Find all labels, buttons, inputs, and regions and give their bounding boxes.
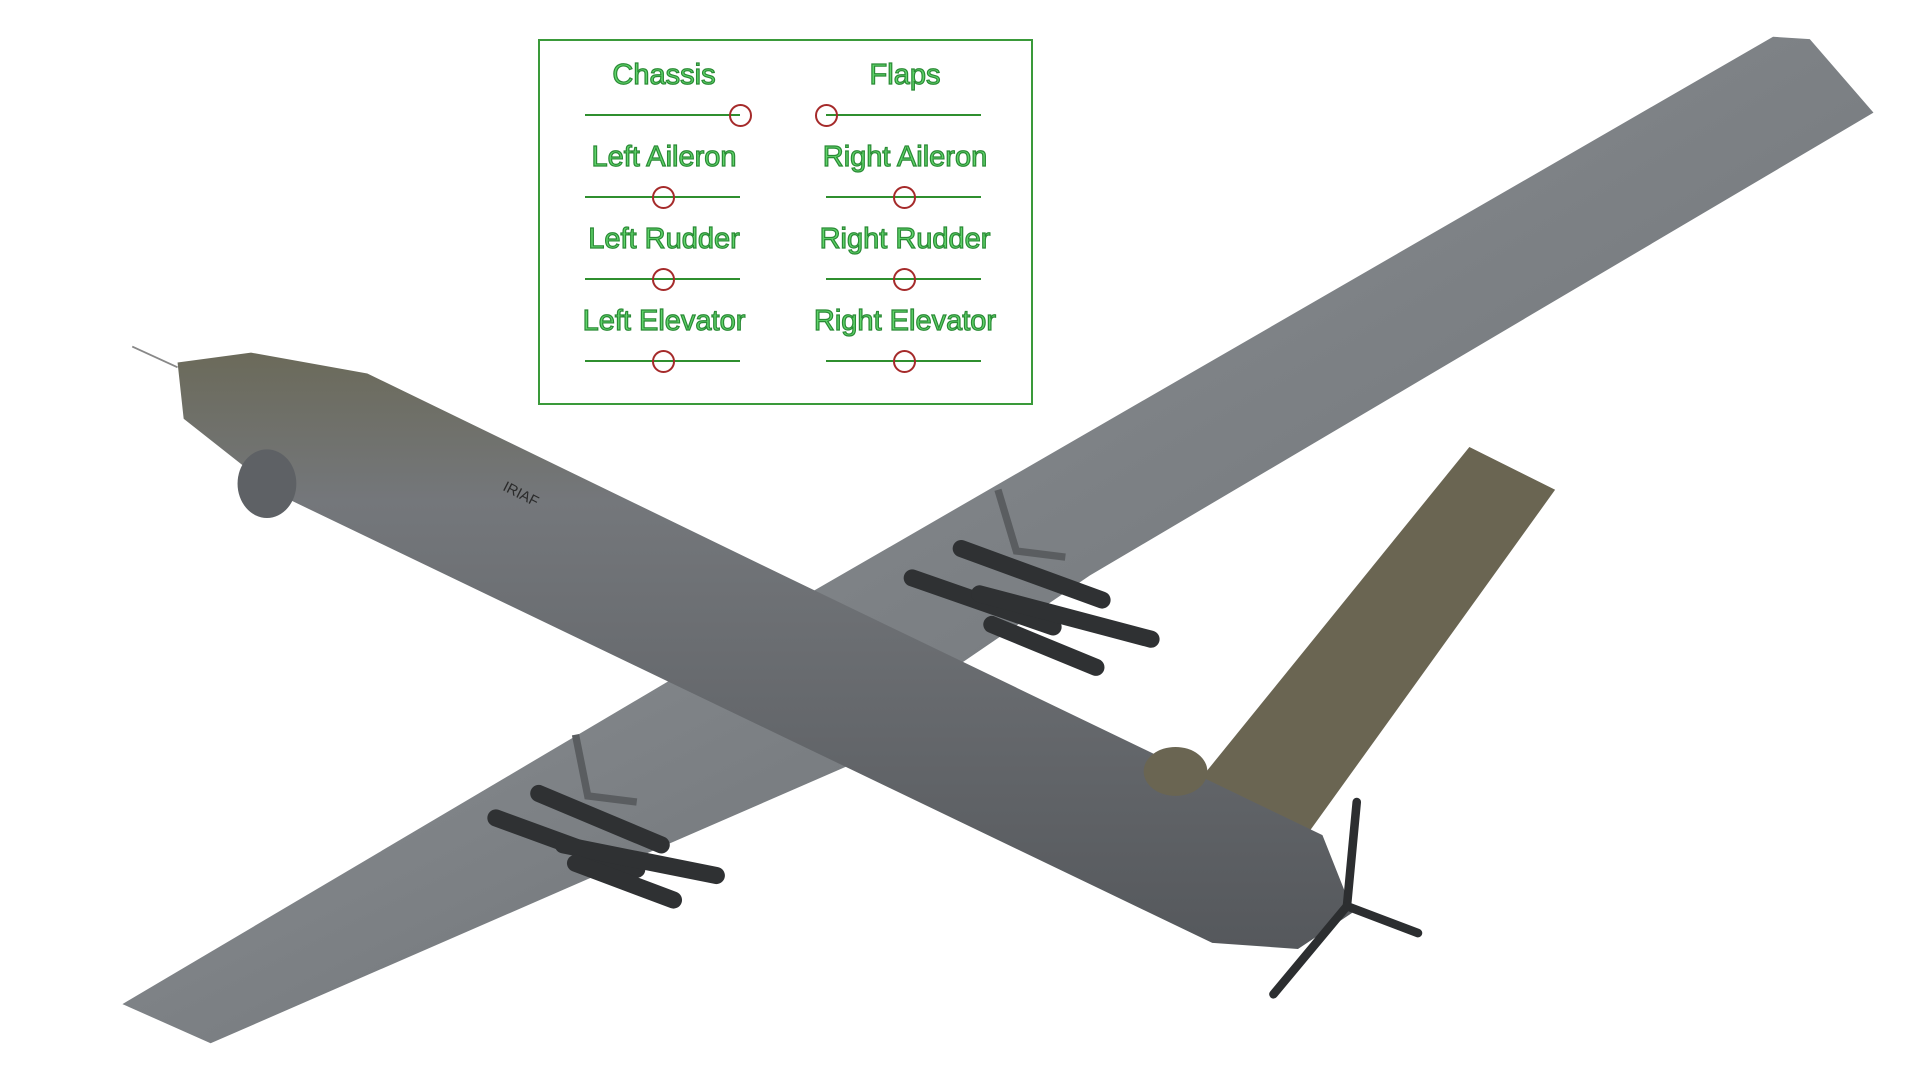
propeller [1269,797,1423,999]
slider-handle[interactable] [815,104,838,127]
tail-fin [1181,446,1556,839]
slider-track[interactable] [826,350,981,373]
slider-handle[interactable] [892,350,916,373]
slider-handle[interactable] [651,186,675,209]
slider-left-aileron: Left Aileron [544,140,784,221]
slider-left-rudder: Left Rudder [544,222,784,303]
slider-handle[interactable] [651,268,675,291]
slider-flaps: Flaps [785,58,1025,139]
slider-track[interactable] [585,186,740,209]
slider-track[interactable] [826,186,981,209]
right-wing [802,36,1874,668]
pylon-right [994,488,1066,561]
slider-chassis: Chassis [544,58,784,139]
slider-right-elevator: Right Elevator [785,304,1025,385]
slider-track[interactable] [585,350,740,373]
slider-right-aileron: Right Aileron [785,140,1025,221]
slider-track[interactable] [585,268,740,291]
slider-label: Right Elevator [813,304,997,337]
antenna [131,345,178,369]
engine-intake [1143,746,1208,796]
weapons-left [487,784,725,909]
slider-track[interactable] [826,268,981,291]
slider-right-rudder: Right Rudder [785,222,1025,303]
slider-label: Right Rudder [819,222,991,255]
pylon-left [571,733,638,806]
slider-handle[interactable] [729,104,752,127]
slider-handle[interactable] [892,186,916,209]
fuselage [177,352,1354,949]
slider-label: Left Aileron [591,140,737,173]
slider-label: Right Aileron [822,140,988,173]
left-wing [122,667,864,1044]
sensor-turret [237,449,297,518]
slider-track[interactable] [585,104,752,127]
slider-left-elevator: Left Elevator [544,304,784,385]
slider-track[interactable] [815,104,981,127]
weapons-right [903,540,1160,676]
slider-handle[interactable] [892,268,916,291]
slider-label: Flaps [869,58,941,91]
slider-label: Chassis [612,58,716,91]
slider-label: Left Elevator [582,304,746,337]
slider-label: Left Rudder [588,222,741,255]
slider-handle[interactable] [651,350,675,373]
